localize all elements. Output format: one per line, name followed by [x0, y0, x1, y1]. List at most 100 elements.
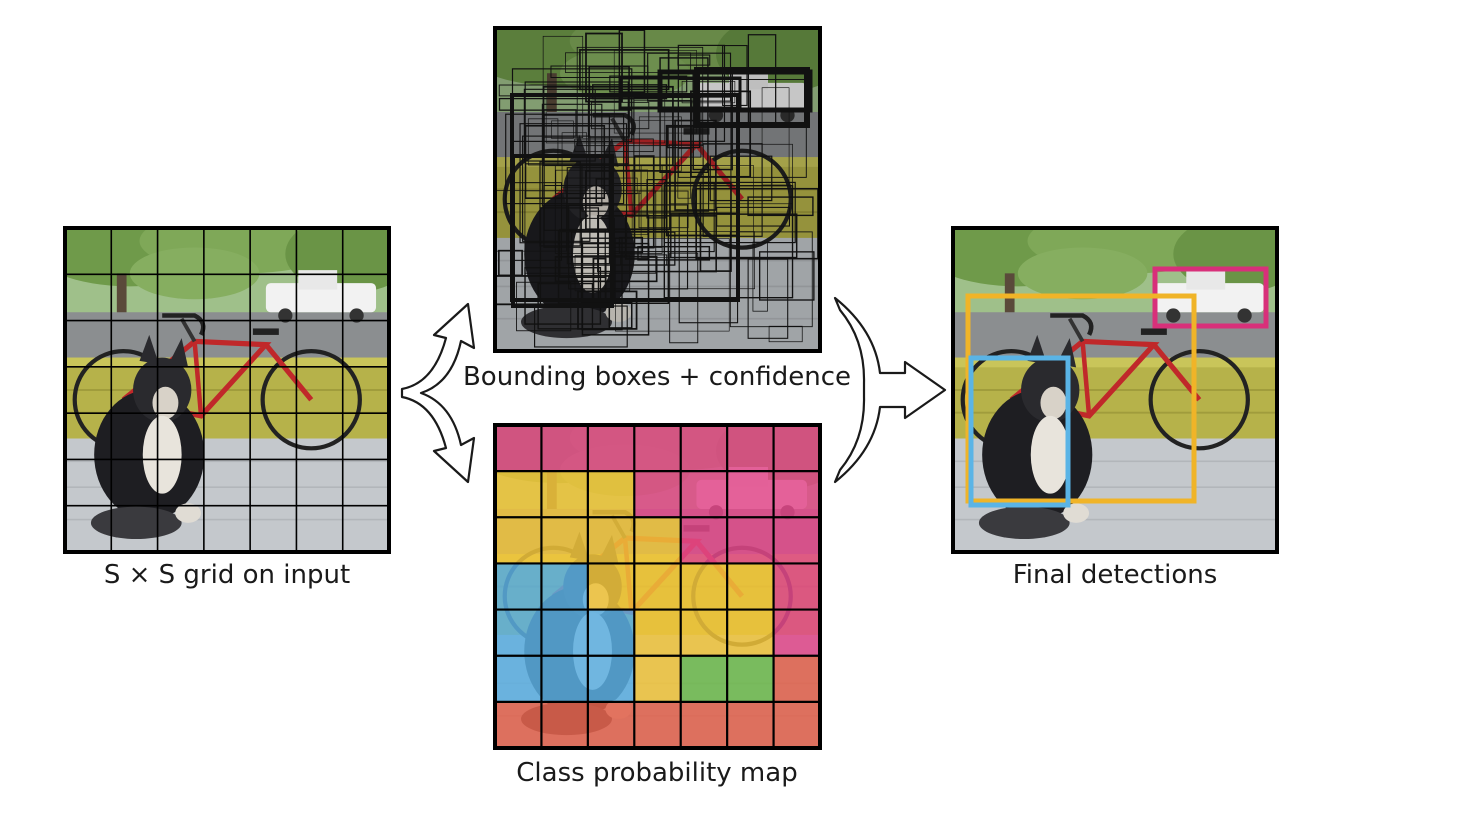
high-confidence-box — [694, 67, 810, 128]
class-cell-yellow — [541, 471, 589, 518]
class-cell-blue — [541, 655, 589, 703]
class-cell-yellow — [587, 517, 635, 564]
bicycle-detection-box — [965, 293, 1197, 504]
merge-arrow-icon — [833, 296, 947, 484]
class-cell-pink — [541, 425, 589, 472]
class-probability-cells — [495, 425, 821, 749]
class-cell-pink — [634, 425, 682, 472]
class-cell-yellow — [634, 563, 682, 611]
class-cell-blue — [541, 609, 589, 657]
class-cell-yellow — [680, 563, 728, 611]
candidate-box — [747, 196, 814, 217]
candidate-box — [633, 155, 655, 249]
candidate-box — [519, 123, 628, 244]
candidate-box — [585, 32, 623, 103]
candidate-box — [640, 164, 754, 258]
bounding-boxes-panel — [493, 26, 822, 353]
final-detections-caption: Final detections — [1013, 560, 1218, 590]
candidate-box — [681, 80, 736, 104]
candidate-box — [659, 57, 709, 173]
candidate-box — [758, 251, 815, 301]
input-grid — [65, 228, 389, 552]
candidate-box — [677, 79, 807, 178]
class-cell-pink — [773, 425, 821, 472]
class-cell-yellow — [495, 517, 542, 564]
candidate-box — [566, 167, 610, 265]
class-cell-blue — [495, 609, 542, 657]
class-cell-yellow — [634, 609, 682, 657]
candidate-box — [543, 109, 577, 137]
class-cell-red — [773, 701, 821, 749]
class-cell-green — [680, 655, 728, 703]
candidate-box — [615, 238, 730, 332]
class-cell-blue — [587, 655, 635, 703]
class-cell-pink — [773, 517, 821, 564]
class-cell-blue — [541, 563, 589, 611]
class-cell-yellow — [727, 563, 775, 611]
high-confidence-box — [618, 76, 742, 110]
class-cell-red — [495, 701, 542, 749]
class-cell-yellow — [680, 609, 728, 657]
class-cell-red — [587, 701, 635, 749]
class-cell-pink — [773, 471, 821, 518]
final-detections-panel — [951, 226, 1279, 554]
candidate-box — [618, 236, 644, 254]
class-cell-pink — [680, 471, 728, 518]
candidate-box — [677, 54, 711, 66]
class-cell-pink — [680, 425, 728, 472]
class-cell-red — [773, 655, 821, 703]
class-cell-yellow — [541, 517, 589, 564]
class-cell-yellow — [587, 471, 635, 518]
input-caption: S × S grid on input — [104, 560, 350, 590]
high-confidence-box — [511, 154, 614, 308]
candidate-box — [747, 258, 789, 339]
class-cell-blue — [587, 609, 635, 657]
class-cell-blue — [495, 563, 542, 611]
candidate-box — [561, 132, 587, 188]
candidate-box — [768, 325, 803, 343]
class-cell-yellow — [587, 563, 635, 611]
class-cell-pink — [727, 425, 775, 472]
class-cell-red — [634, 701, 682, 749]
candidate-box — [585, 170, 671, 231]
split-arrow-icon — [400, 302, 476, 484]
class-cell-yellow — [495, 471, 542, 518]
class-cell-pink — [773, 609, 821, 657]
candidate-box — [505, 113, 625, 205]
candidate-box — [667, 126, 701, 149]
candidate-box — [752, 241, 768, 312]
bounding-boxes-caption: Bounding boxes + confidence — [463, 362, 851, 392]
class-cell-green — [727, 655, 775, 703]
class-cell-pink — [587, 425, 635, 472]
candidate-box — [524, 125, 606, 199]
class-grid — [495, 425, 820, 748]
class-map-caption: Class probability map — [516, 758, 797, 788]
candidate-box — [608, 301, 633, 329]
dog-detection-box — [968, 355, 1071, 508]
candidate-box — [524, 81, 629, 165]
class-cell-pink — [680, 517, 728, 564]
candidate-box — [709, 155, 773, 202]
candidate-box — [669, 143, 793, 205]
class-cell-pink — [495, 425, 542, 472]
candidate-box — [577, 290, 638, 330]
candidate-box — [551, 120, 574, 139]
candidate-box — [565, 52, 692, 73]
candidate-boxes — [494, 29, 819, 348]
class-cell-yellow — [634, 655, 682, 703]
candidate-box — [677, 148, 692, 199]
class-cell-pink — [634, 471, 682, 518]
candidate-box — [690, 90, 752, 178]
candidate-box — [524, 266, 602, 325]
candidate-box — [729, 231, 813, 328]
class-cell-pink — [727, 517, 775, 564]
class-cell-red — [727, 701, 775, 749]
class-cell-yellow — [634, 517, 682, 564]
class-cell-red — [541, 701, 589, 749]
class-probability-panel — [493, 423, 822, 750]
candidate-box — [669, 252, 699, 344]
class-cell-pink — [727, 471, 775, 518]
candidate-box — [637, 245, 711, 261]
candidate-box — [695, 187, 819, 260]
